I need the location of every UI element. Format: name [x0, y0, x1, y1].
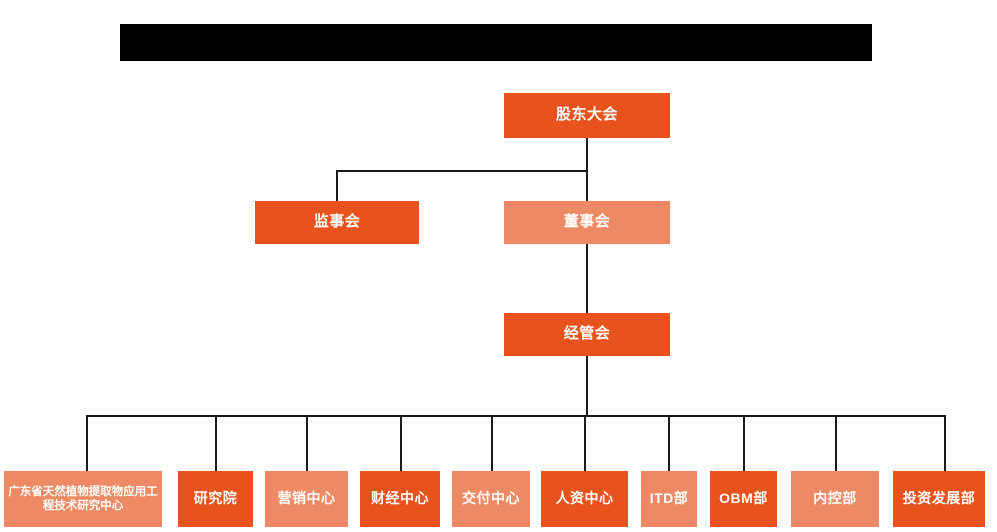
- node-gd-plant-extract-center[interactable]: 广东省天然植物提取物应用工程技术研究中心: [4, 471, 162, 527]
- wire-department-bus: [86, 415, 945, 417]
- node-hr-center[interactable]: 人资中心: [541, 471, 628, 527]
- redacted-title-banner: [120, 24, 872, 61]
- wire-directors-to-management: [586, 243, 588, 313]
- wire-to-board-of-supervisors: [336, 170, 338, 202]
- node-marketing-center[interactable]: 营销中心: [265, 471, 348, 527]
- node-obm-department[interactable]: OBM部: [710, 471, 777, 527]
- wire-drop-itd-department: [668, 415, 670, 471]
- wire-drop-investment-development-department: [944, 415, 946, 471]
- node-delivery-center[interactable]: 交付中心: [452, 471, 530, 527]
- node-board-of-directors[interactable]: 董事会: [504, 201, 670, 244]
- wire-to-board-of-directors: [586, 170, 588, 202]
- wire-drop-obm-department: [743, 415, 745, 471]
- node-itd-department[interactable]: ITD部: [641, 471, 697, 527]
- wire-shareholders-down: [586, 138, 588, 172]
- wire-drop-internal-control-department: [835, 415, 837, 471]
- node-board-of-supervisors[interactable]: 监事会: [255, 201, 419, 244]
- node-shareholders-meeting[interactable]: 股东大会: [504, 93, 670, 138]
- wire-drop-marketing-center: [306, 415, 308, 471]
- node-internal-control-department[interactable]: 内控部: [791, 471, 879, 527]
- wire-drop-research-institute: [215, 415, 217, 471]
- wire-drop-gd-plant-extract-center: [86, 415, 88, 471]
- node-investment-development-department[interactable]: 投资发展部: [893, 471, 985, 527]
- wire-level2-bus: [336, 170, 588, 172]
- node-management-committee[interactable]: 经管会: [504, 313, 670, 356]
- node-finance-center[interactable]: 财经中心: [360, 471, 440, 527]
- node-research-institute[interactable]: 研究院: [178, 471, 253, 527]
- wire-management-down: [586, 356, 588, 416]
- wire-drop-finance-center: [400, 415, 402, 471]
- wire-drop-delivery-center: [491, 415, 493, 471]
- wire-drop-hr-center: [584, 415, 586, 471]
